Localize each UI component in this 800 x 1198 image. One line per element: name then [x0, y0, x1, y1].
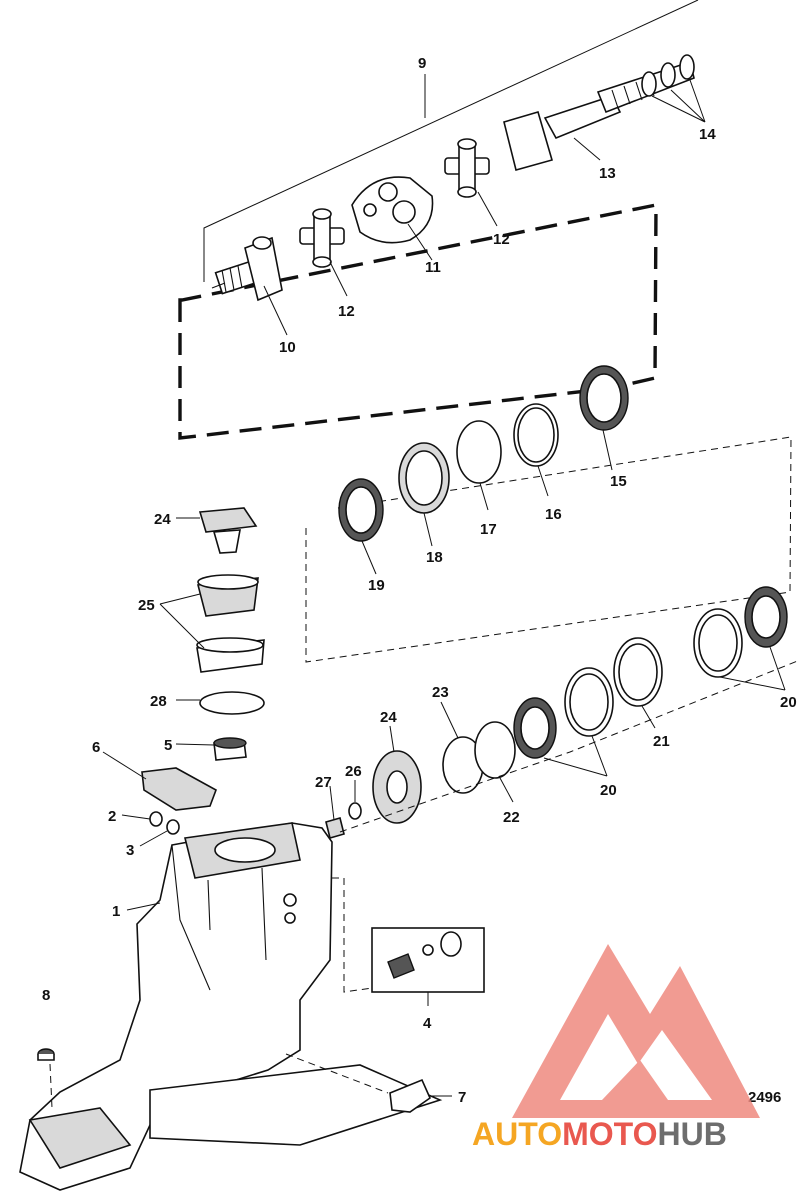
shim-22 — [474, 721, 516, 779]
bearing-group-outline — [305, 436, 792, 663]
watermark-hub: HUB — [657, 1116, 726, 1152]
u-joint-cross-12b — [444, 138, 490, 198]
label-12a: 12 — [338, 303, 355, 320]
label-21: 21 — [653, 733, 670, 750]
label-10: 10 — [279, 339, 296, 356]
valve-assembly-4 — [332, 877, 485, 1006]
watermark-text: AUTOMOTOHUB — [472, 1116, 727, 1152]
label-1: 1 — [112, 903, 120, 920]
label-16: 16 — [545, 506, 562, 523]
gear-axis-line — [339, 659, 800, 833]
nut-27 — [325, 817, 345, 839]
label-13: 13 — [599, 165, 616, 182]
pinion-gear-24-top — [198, 507, 258, 554]
label-25: 25 — [138, 597, 155, 614]
snap-rings-14 — [641, 54, 695, 97]
seal-5 — [213, 737, 247, 761]
coupler-11 — [351, 176, 434, 244]
seal-19 — [338, 478, 384, 542]
label-17: 17 — [480, 521, 497, 538]
label-24b: 24 — [380, 709, 397, 726]
label-3: 3 — [126, 842, 134, 859]
washer-26 — [348, 802, 362, 820]
label-20b: 20 — [780, 694, 797, 711]
label-2: 2 — [108, 808, 116, 825]
yoke-shaft-10 — [211, 236, 283, 302]
bearing-cup-25 — [196, 637, 265, 673]
label-20a: 20 — [600, 782, 617, 799]
gasket-6 — [141, 767, 217, 811]
triangle-m-logo-icon — [512, 944, 760, 1118]
cup-21 — [613, 637, 663, 707]
o-ring-16 — [513, 403, 559, 467]
u-joint-cross-12a — [299, 208, 345, 268]
watermark-auto: AUTO — [472, 1116, 562, 1152]
label-7: 7 — [458, 1089, 466, 1106]
item9-bracket — [203, 0, 699, 282]
label-11: 11 — [425, 259, 441, 276]
bearing-20-right — [744, 586, 788, 648]
tapered-bearing-25 — [196, 574, 259, 617]
label-28: 28 — [150, 693, 167, 710]
o-ring-28 — [199, 691, 265, 715]
label-18: 18 — [426, 549, 443, 566]
label-8: 8 — [42, 987, 50, 1004]
plug-2 — [149, 811, 163, 827]
label-23: 23 — [432, 684, 449, 701]
cup-20-left — [564, 667, 614, 737]
gear-housing-1 — [19, 822, 443, 1191]
label-14: 14 — [699, 126, 716, 143]
label-27: 27 — [315, 774, 332, 791]
label-24a: 24 — [154, 511, 171, 528]
label-9: 9 — [418, 55, 426, 72]
forward-gear-24 — [372, 750, 422, 824]
watermark-moto: MOTO — [562, 1116, 657, 1152]
o-ring-17 — [456, 420, 502, 484]
washer-3 — [166, 819, 180, 835]
label-6: 6 — [92, 739, 100, 756]
carrier-18 — [398, 442, 450, 514]
label-12b: 12 — [493, 231, 510, 248]
figure-number: 2496 — [748, 1089, 781, 1106]
label-4: 4 — [423, 1015, 432, 1032]
label-19: 19 — [368, 577, 385, 594]
cup-20-right — [693, 608, 743, 678]
label-22: 22 — [503, 809, 520, 826]
label-5: 5 — [164, 737, 172, 754]
lead-1 — [126, 902, 161, 911]
leader-lines — [102, 79, 786, 847]
bearing-20-left — [513, 697, 557, 759]
plug-8 — [37, 1048, 55, 1109]
label-15: 15 — [610, 473, 627, 490]
cover-7 — [285, 1053, 452, 1113]
retainer-nut-15 — [579, 365, 629, 431]
callout-labels: 1 2 3 4 5 6 7 8 9 10 11 12 12 13 14 15 1… — [42, 55, 797, 1106]
label-26: 26 — [345, 763, 362, 780]
driveshaft-group-outline — [178, 202, 658, 440]
